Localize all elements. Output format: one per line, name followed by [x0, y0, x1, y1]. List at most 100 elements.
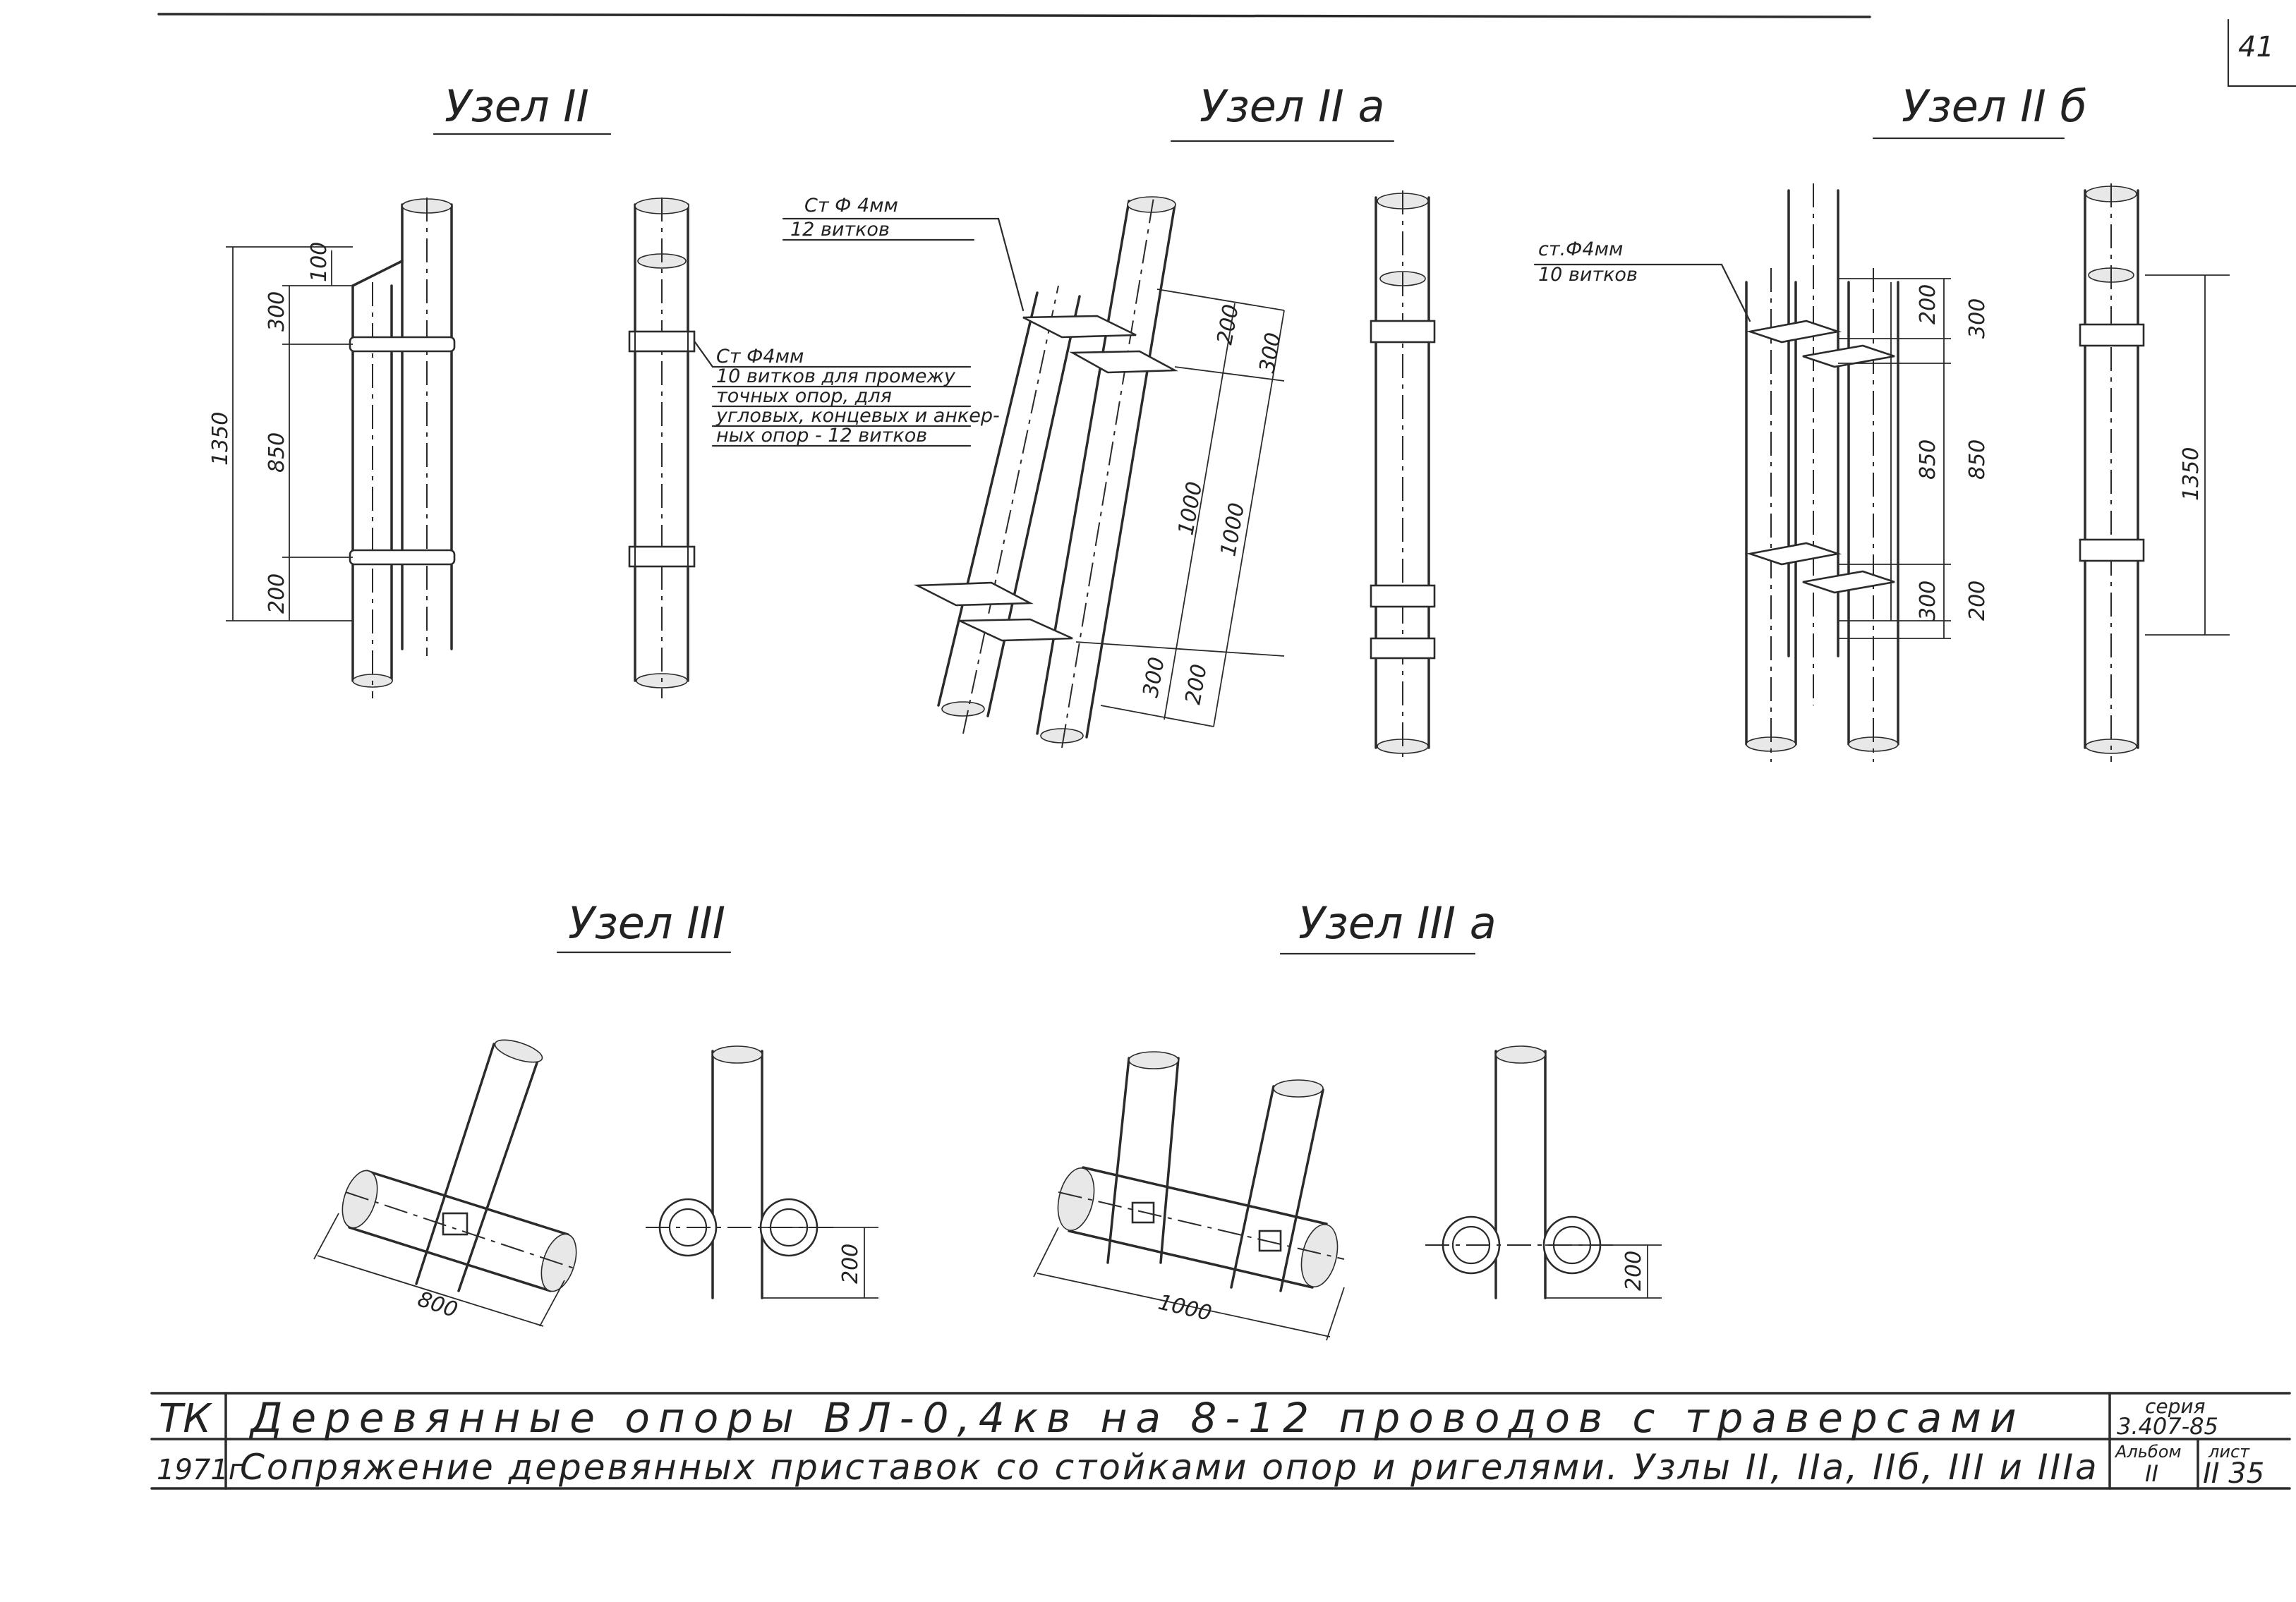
node-2a: Узел II а 200 300 1000 1000 300 200 Ст Ф…	[782, 80, 1436, 762]
node-3a: Узел III а 1000 200	[1033, 897, 1662, 1341]
tb-album-label: Альбом	[2114, 1442, 2182, 1462]
title-block-rows	[150, 1392, 2291, 1490]
node-3: Узел III 800 200	[313, 897, 878, 1327]
node-3a-side-dim	[1545, 1244, 1662, 1299]
dim-ext	[226, 246, 353, 621]
tb-year: 1971г	[157, 1454, 244, 1486]
dim-850-b: 850	[1965, 439, 1990, 480]
tb-sheet: II 35	[2203, 1457, 2264, 1490]
note-line-5: ных опор - 12 витков	[716, 425, 927, 447]
inclined-post-bottom	[941, 701, 985, 717]
node-2b-post	[1745, 281, 1797, 746]
dim-200: 200	[838, 1244, 863, 1284]
dim-200: 200	[1212, 303, 1243, 346]
node-3-title: Узел III	[568, 897, 725, 949]
node-2a-note-2: 12 витков	[790, 219, 890, 241]
node-2b-leader	[1533, 263, 1751, 322]
tb-sheet-label: лист	[2208, 1442, 2250, 1462]
diamond-clamp-1	[1022, 315, 1137, 339]
node-2a-dim-lines	[1164, 303, 1285, 727]
axis-lines	[372, 198, 428, 698]
note-leader	[694, 341, 972, 447]
dim-1000: 1000	[1156, 1290, 1214, 1326]
page-number: 41	[2238, 31, 2274, 63]
dim-300-b: 300	[1138, 655, 1169, 699]
node-2: Узел II 1350 300 850 200 100 Ст Ф4мм 10 …	[208, 80, 1000, 698]
node-2b: Узел II б ст.Ф4мм 10 витков 200 300 850 …	[1533, 80, 2230, 762]
node-2b-side-dim	[2145, 274, 2230, 636]
dim-800: 800	[415, 1287, 461, 1323]
dim-200-b: 200	[1965, 581, 1990, 621]
node-3-side-dim	[762, 1227, 878, 1299]
node-3a-pole-left	[1106, 1057, 1180, 1264]
band-side-bottom	[628, 545, 696, 568]
node-2b-side-band-2	[2079, 538, 2145, 562]
node-2a-side-band-1	[1370, 320, 1436, 344]
top-border	[157, 13, 1871, 18]
node-2b-note-1: ст.Ф4мм	[1538, 238, 1623, 260]
dim-300: 300	[1965, 298, 1990, 339]
node-2b-axes	[1770, 183, 1874, 762]
diamond-clamp-3	[913, 581, 1034, 607]
note-line-2: 10 витков для промежу	[716, 365, 956, 387]
pole-right	[401, 203, 453, 650]
node-2a-title: Узел II а	[1200, 80, 1385, 132]
tb-series: 3.407-85	[2117, 1413, 2218, 1440]
node-2a-side-band-2	[1370, 584, 1436, 608]
note-line-1: Ст Ф4мм	[716, 346, 804, 368]
node-3a-title: Узел III а	[1298, 897, 1497, 949]
node-2b-dim-ext	[1838, 278, 1951, 639]
node-3a-crossarm	[1068, 1166, 1328, 1289]
node-2b-clamp-4	[1802, 570, 1895, 594]
diamond-clamp-2	[1069, 350, 1178, 374]
tb-series-label: серия	[2145, 1395, 2205, 1418]
title-block-columns	[224, 1392, 2199, 1490]
node-2b-note-2: 10 витков	[1538, 264, 1638, 286]
dim-300: 300	[1255, 331, 1286, 375]
dim-1000-a: 1000	[1173, 480, 1207, 537]
dim-850-a: 850	[1916, 439, 1940, 480]
dim-300: 300	[265, 291, 289, 332]
node-3-side-top	[712, 1045, 763, 1064]
node-3a-pole-left-top	[1128, 1051, 1179, 1069]
node-2a-note-1: Ст Ф 4мм	[804, 195, 898, 217]
node-2b-side-pole	[2084, 189, 2139, 749]
wire-band-bottom	[349, 549, 456, 566]
dim-200: 200	[265, 574, 289, 614]
page-number-box	[2227, 18, 2296, 87]
post-cut	[351, 260, 404, 287]
node-2b-clamp-1	[1746, 320, 1842, 344]
node-3-pole	[415, 1043, 541, 1292]
inclined-pole	[1036, 200, 1176, 739]
band-side-top	[628, 330, 696, 353]
node-3a-bolt-right	[1258, 1230, 1282, 1252]
diamond-clamp-4	[959, 618, 1073, 642]
inclined-pole-bottom	[1040, 728, 1084, 744]
node-3-dim	[313, 1213, 565, 1327]
node-3a-pole-right-top	[1273, 1079, 1324, 1098]
title-block: ТК 1971г Деревянные опоры ВЛ-0,4кв на 8-…	[150, 1392, 2291, 1490]
tb-org: ТК	[159, 1396, 212, 1442]
node-2a-dim-ext	[1075, 289, 1285, 727]
node-3a-crossarm-end-left	[1057, 1167, 1095, 1231]
node-3a-axis	[1058, 1191, 1345, 1260]
note-line-3: точных опор, для	[716, 385, 892, 407]
dim-1350: 1350	[208, 412, 233, 466]
wire-band-top	[349, 336, 456, 353]
post-side-outline	[634, 260, 689, 608]
dim-1350: 1350	[2179, 447, 2204, 501]
dim-lines	[232, 247, 332, 621]
node-2a-side-band-3	[1370, 637, 1436, 660]
node-2a-leader	[782, 217, 1025, 312]
node-3-pole-top	[494, 1039, 543, 1063]
node-2b-title: Узел II б	[1902, 80, 2087, 132]
node-3-side-pole	[711, 1050, 763, 1299]
node-3a-pole-right	[1230, 1085, 1324, 1292]
node-2b-clamp-2	[1802, 344, 1895, 368]
dim-200: 200	[1916, 284, 1940, 324]
node-3a-dim	[1033, 1227, 1345, 1341]
node-3a-crossarm-end-right	[1300, 1224, 1339, 1287]
inclined-axes	[962, 197, 1154, 748]
dim-200: 200	[1621, 1251, 1646, 1291]
